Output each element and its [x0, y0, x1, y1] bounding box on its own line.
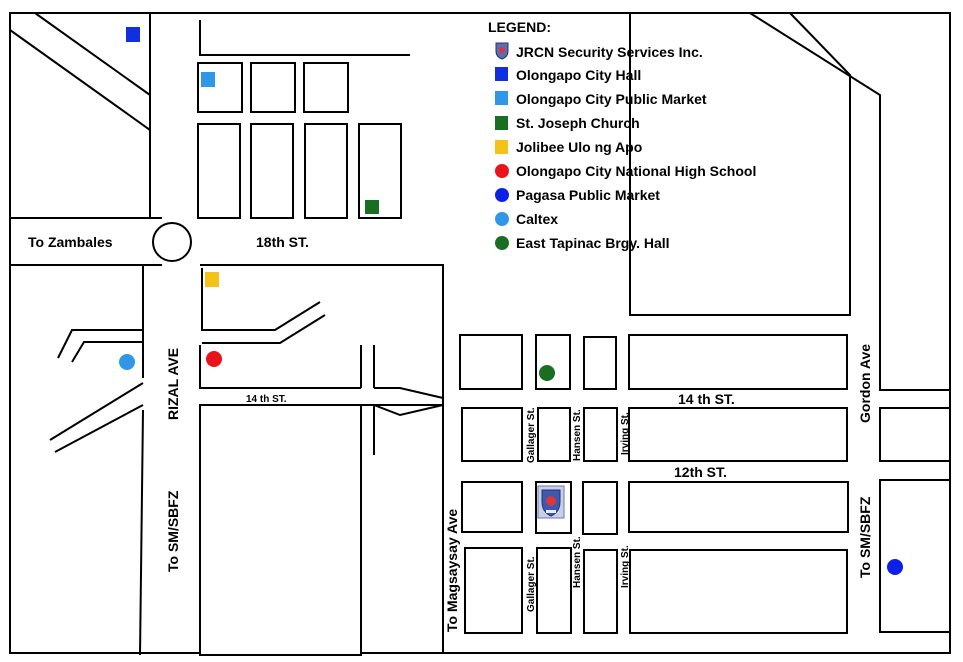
block — [628, 334, 848, 390]
road-caltex-lower-inner — [54, 404, 144, 453]
company-logo-icon — [537, 485, 565, 519]
legend-label: Caltex — [516, 211, 558, 227]
legend-label: Olongapo City Public Market — [516, 91, 707, 107]
label-hansen-st-top: Hansen St. — [572, 409, 583, 461]
legend: LEGEND: JRCN Security Services Inc. Olon… — [488, 19, 756, 251]
block — [879, 407, 951, 462]
city-hall-icon — [495, 67, 508, 81]
legend-item-city-hall: Olongapo City Hall — [495, 67, 641, 83]
road-top-right-region — [629, 12, 851, 316]
block — [197, 123, 241, 219]
road-caltex-upper — [57, 329, 143, 359]
legend-item-church: St. Joseph Church — [495, 115, 640, 131]
label-gallager-st-bottom: Gallager St. — [526, 556, 537, 612]
legend-item-company: JRCN Security Services Inc. — [495, 42, 703, 60]
public-market-icon — [495, 91, 508, 105]
road-top-right-of-rizal — [199, 20, 410, 56]
jolibee-icon — [205, 272, 219, 287]
legend-item-caltex: Caltex — [495, 211, 558, 227]
jolibee-icon — [495, 140, 508, 154]
block — [583, 407, 618, 462]
brgy-hall-icon — [495, 236, 509, 250]
legend-label: Pagasa Public Market — [516, 187, 660, 203]
legend-item-pagasa-market: Pagasa Public Market — [495, 187, 660, 203]
block — [629, 549, 848, 634]
block — [197, 62, 243, 113]
legend-label: East Tapinac Brgy. Hall — [516, 235, 670, 251]
brgy-hall-icon — [539, 365, 555, 381]
legend-label: JRCN Security Services Inc. — [516, 44, 703, 60]
block — [536, 547, 572, 634]
label-to-sm-sbfz-right: To SM/SBFZ — [857, 496, 873, 578]
block — [464, 547, 523, 634]
label-12th-st: 12th ST. — [674, 464, 727, 480]
road-caltex-lower — [49, 382, 144, 441]
caltex-icon — [119, 354, 135, 370]
map-frame — [9, 12, 951, 654]
legend-label: Jolibee Ulo ng Apo — [516, 139, 642, 155]
public-market-icon — [201, 72, 215, 87]
label-14th-st-right: 14 th ST. — [678, 391, 735, 407]
label-irving-st-bottom: Irving St. — [620, 545, 631, 588]
road-diagonal-top-left — [34, 12, 151, 96]
block-south-18th — [200, 264, 444, 654]
road-cut-in — [202, 314, 326, 344]
label-to-zambales: To Zambales — [28, 234, 113, 250]
label-14th-st-left: 14 th ST. — [246, 394, 287, 405]
label-gordon-ave: Gordon Ave — [857, 344, 873, 423]
label-to-magsaysay-ave: To Magsaysay Ave — [444, 509, 460, 632]
block — [250, 62, 296, 113]
city-hall-icon — [126, 27, 140, 42]
block — [628, 481, 849, 533]
block-jolibee-outline — [201, 268, 321, 331]
legend-item-high-school: Olongapo City National High School — [495, 163, 756, 179]
road-diagonal-top-left — [9, 29, 151, 131]
pagasa-market-icon — [887, 559, 903, 575]
road-cut-in-junction — [373, 404, 444, 417]
block — [459, 334, 523, 390]
block — [583, 549, 618, 634]
legend-item-jolibee: Jolibee Ulo ng Apo — [495, 139, 642, 155]
block — [303, 62, 349, 113]
block — [199, 404, 362, 656]
label-18th-st: 18th ST. — [256, 234, 309, 250]
legend-item-public-market: Olongapo City Public Market — [495, 91, 707, 107]
block — [879, 479, 951, 633]
label-irving-st-top: Irving St. — [620, 412, 631, 455]
church-icon — [495, 116, 508, 130]
rotunda — [152, 222, 192, 262]
road-caltex-upper-inner — [71, 341, 143, 363]
block — [461, 481, 523, 533]
block — [537, 407, 571, 462]
block — [250, 123, 294, 219]
church-icon — [365, 200, 379, 214]
block — [583, 336, 617, 390]
legend-label: Olongapo City Hall — [516, 67, 641, 83]
rizal-ave-left-edge — [139, 409, 144, 656]
block — [535, 334, 571, 390]
label-hansen-st-bottom: Hansen St. — [572, 536, 583, 588]
block — [628, 407, 848, 462]
block-school-outline — [199, 345, 361, 389]
legend-label: St. Joseph Church — [516, 115, 640, 131]
legend-label: Olongapo City National High School — [516, 163, 756, 179]
pagasa-market-icon — [495, 188, 509, 202]
legend-title: LEGEND: — [488, 19, 551, 35]
block — [461, 407, 523, 462]
company-logo-icon — [495, 42, 509, 60]
high-school-icon — [206, 351, 222, 367]
caltex-icon — [495, 212, 509, 226]
high-school-icon — [495, 164, 509, 178]
road-cut-in-junction — [374, 387, 444, 399]
label-gallager-st-top: Gallager St. — [526, 407, 537, 463]
legend-item-brgy-hall: East Tapinac Brgy. Hall — [495, 235, 670, 251]
label-rizal-ave: RIZAL AVE — [165, 348, 181, 420]
block — [304, 123, 348, 219]
road-gordon-upper — [749, 12, 950, 391]
label-to-sm-sbfz-left: To SM/SBFZ — [165, 490, 181, 572]
block — [582, 481, 618, 535]
